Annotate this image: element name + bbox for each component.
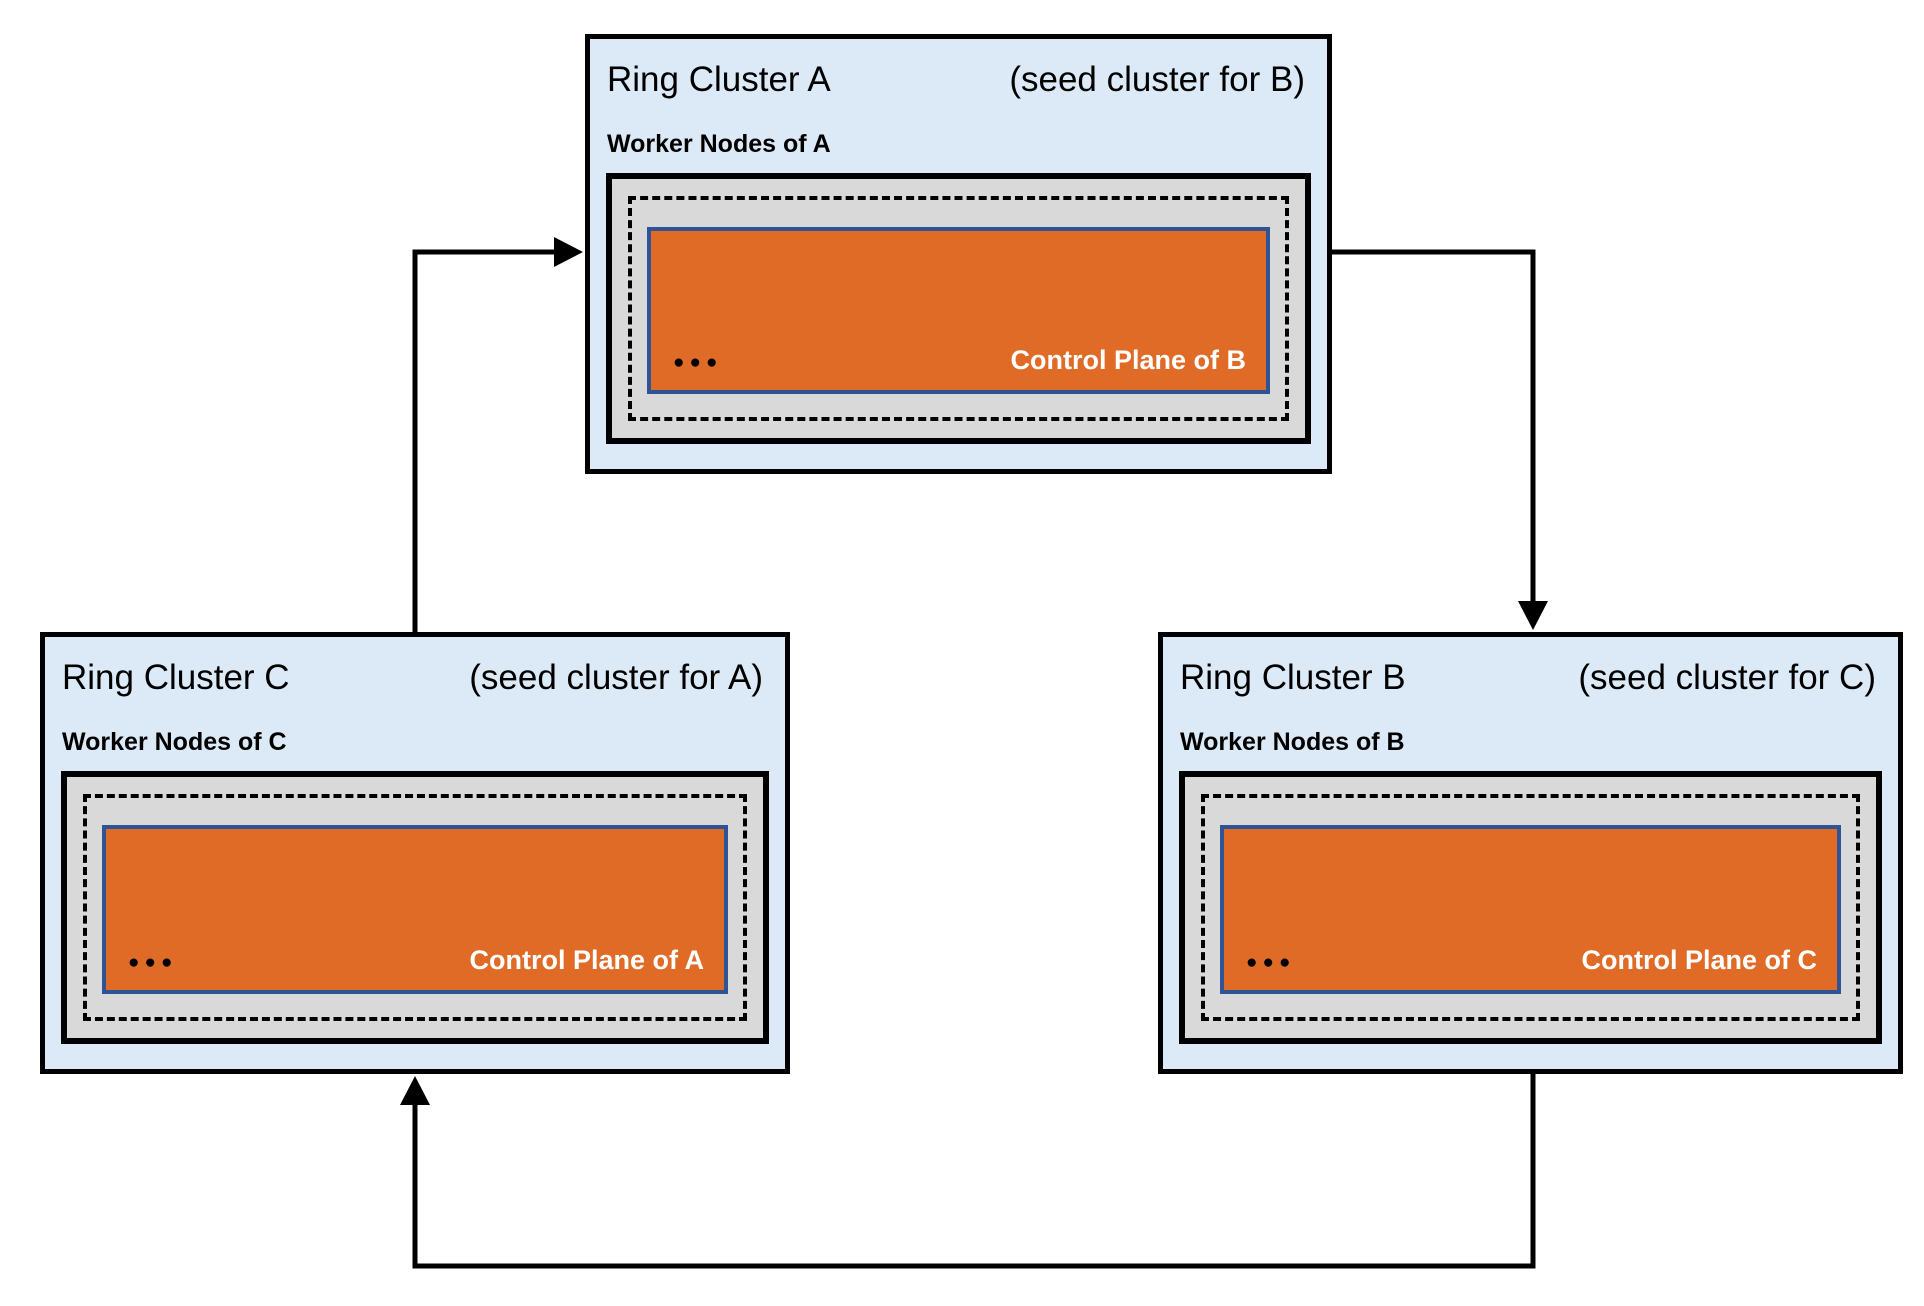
cluster-c-title: Ring Cluster C	[62, 658, 290, 697]
arrow-c-to-a-head-icon	[554, 237, 583, 267]
cluster-c-control-plane-box: ●●● Control Plane of A	[102, 825, 728, 994]
cluster-a-worker-nodes-label: Worker Nodes of A	[607, 130, 831, 158]
cluster-a-header: Ring Cluster A (seed cluster for B)	[590, 39, 1327, 101]
cluster-c-control-plane-label: Control Plane of A	[469, 945, 705, 975]
ellipsis-dots: ●●●	[128, 952, 178, 973]
arrow-b-to-c-head-icon	[400, 1076, 430, 1105]
cluster-a-worker-nodes-box: ●●● Control Plane of B	[606, 173, 1311, 444]
cluster-b-dashed-zone: ●●● Control Plane of C	[1201, 794, 1860, 1021]
arrow-b-to-c-line	[412, 1074, 1536, 1269]
cluster-a-dashed-zone: ●●● Control Plane of B	[628, 196, 1289, 421]
cluster-b-worker-nodes-box: ●●● Control Plane of C	[1179, 771, 1882, 1044]
cluster-b-title: Ring Cluster B	[1180, 658, 1406, 697]
ellipsis-dots: ●●●	[673, 352, 723, 373]
cluster-box-b: Ring Cluster B (seed cluster for C) Work…	[1158, 632, 1903, 1074]
cluster-c-header: Ring Cluster C (seed cluster for A)	[45, 637, 785, 699]
cluster-a-control-plane-label: Control Plane of B	[1010, 345, 1247, 375]
cluster-box-c: Ring Cluster C (seed cluster for A) Work…	[40, 632, 790, 1074]
cluster-b-control-plane-label: Control Plane of C	[1581, 945, 1818, 975]
cluster-a-control-plane-box: ●●● Control Plane of B	[647, 227, 1270, 394]
cluster-c-dashed-zone: ●●● Control Plane of A	[83, 794, 747, 1021]
cluster-a-title: Ring Cluster A	[607, 60, 831, 99]
cluster-c-seed-note: (seed cluster for A)	[469, 658, 763, 697]
arrow-c-to-a	[412, 237, 583, 632]
arrow-b-to-c	[400, 1074, 1536, 1269]
arrow-a-to-b-head-icon	[1518, 601, 1548, 630]
cluster-a-seed-note: (seed cluster for B)	[1009, 60, 1305, 99]
cluster-b-header: Ring Cluster B (seed cluster for C)	[1163, 637, 1898, 699]
cluster-b-seed-note: (seed cluster for C)	[1578, 658, 1876, 697]
cluster-b-worker-nodes-label: Worker Nodes of B	[1180, 728, 1405, 756]
arrow-a-to-b	[1332, 249, 1548, 630]
cluster-box-a: Ring Cluster A (seed cluster for B) Work…	[585, 34, 1332, 474]
arrow-a-to-b-line	[1332, 249, 1536, 604]
ellipsis-dots: ●●●	[1246, 952, 1296, 973]
cluster-c-worker-nodes-label: Worker Nodes of C	[62, 728, 287, 756]
arrow-c-to-a-line	[412, 249, 557, 632]
cluster-b-control-plane-box: ●●● Control Plane of C	[1220, 825, 1841, 994]
cluster-c-worker-nodes-box: ●●● Control Plane of A	[61, 771, 769, 1044]
